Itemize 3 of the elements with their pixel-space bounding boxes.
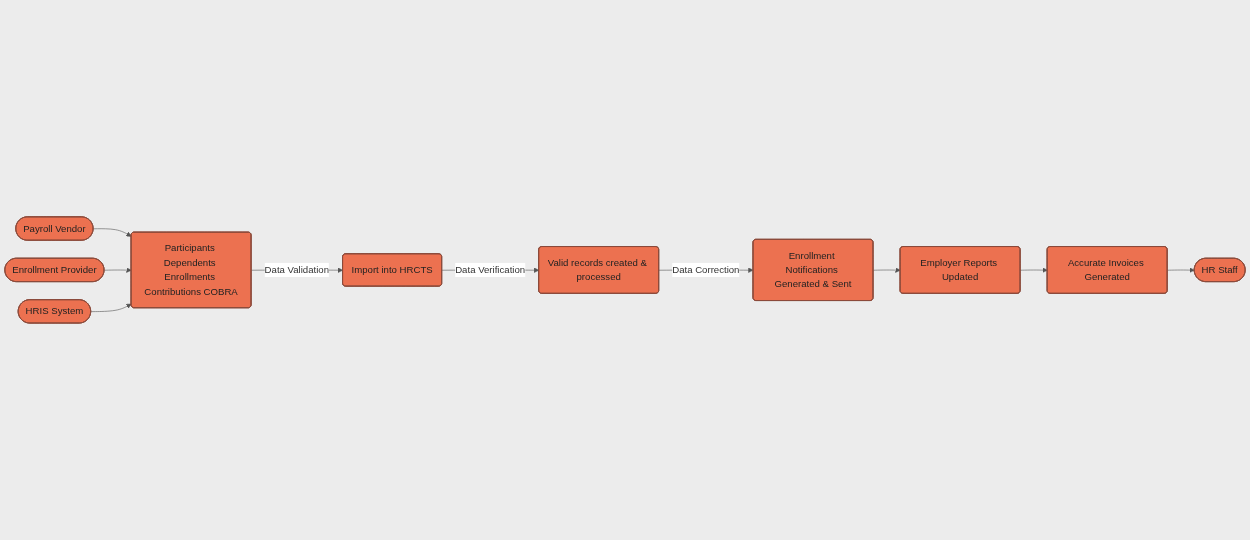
edge-label: Data Verification [455,264,526,275]
edge-label: Data Validation [264,264,330,275]
edge-label: Data Correction [672,264,740,275]
